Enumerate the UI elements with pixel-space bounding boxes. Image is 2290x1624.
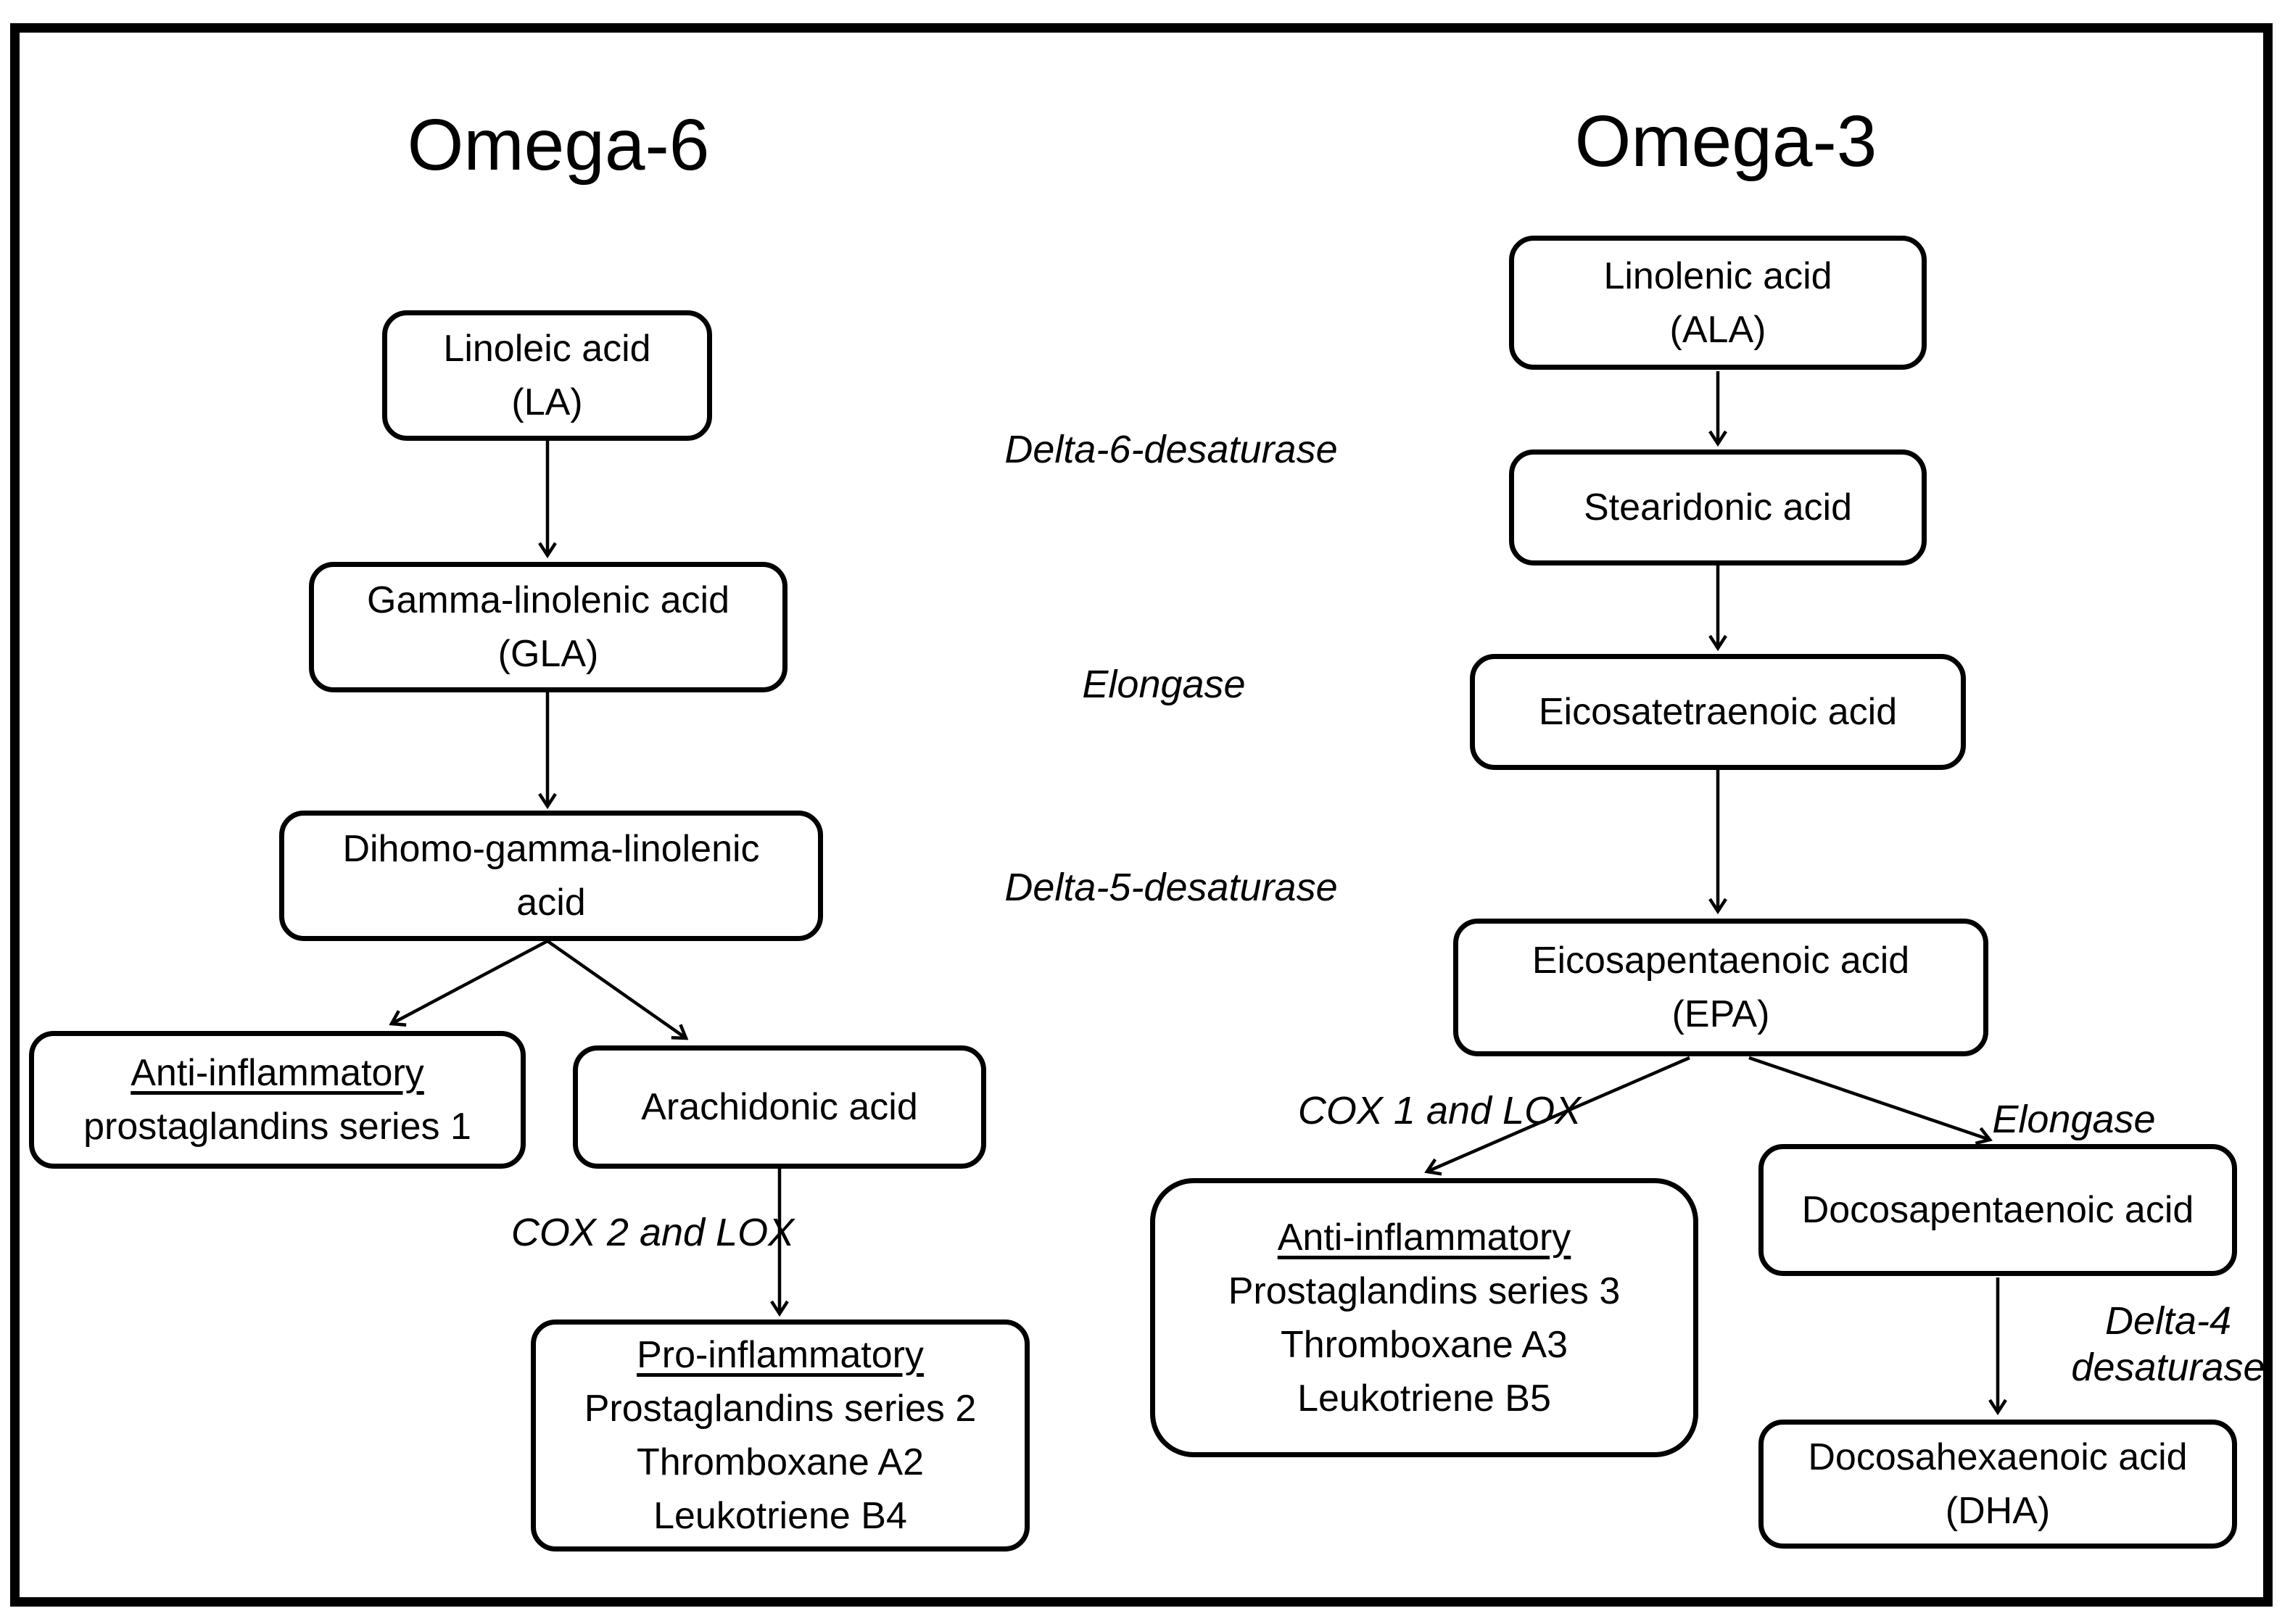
node-anti1-heading: Anti-inflammatory <box>131 1052 424 1094</box>
arrow-epa-to-anti3 <box>1424 1056 1690 1176</box>
node-aa-name: Arachidonic acid <box>641 1086 918 1128</box>
node-linoleic-acid-name: Linoleic acid <box>443 328 651 370</box>
arrow-dgla-to-anti1 <box>389 940 549 1027</box>
node-eicosatetraenoic-acid: Eicosatetraenoic acid <box>1470 654 1966 770</box>
node-gla-abbr: (GLA) <box>497 633 599 675</box>
node-dpa-name: Docosapentaenoic acid <box>1801 1189 2194 1231</box>
node-epa-name: Eicosapentaenoic acid <box>1532 940 1910 982</box>
enzyme-cox1-and-lox: COX 1 and LOX <box>1297 1089 1582 1132</box>
node-linoleic-acid: Linoleic acid (LA) <box>382 310 712 441</box>
node-pro2-line3: Thromboxane A2 <box>636 1441 925 1483</box>
node-eicosapentaenoic-acid: Eicosapentaenoic acid (EPA) <box>1453 919 1988 1056</box>
node-anti-inflammatory-series-1: Anti-inflammatory prostaglandins series … <box>29 1031 526 1169</box>
node-ala-abbr: (ALA) <box>1669 308 1766 351</box>
node-docosapentaenoic-acid: Docosapentaenoic acid <box>1758 1144 2237 1276</box>
node-dgla-line2: acid <box>516 882 586 924</box>
node-anti3-line2: Prostaglandins series 3 <box>1228 1269 1621 1312</box>
node-anti3-line4: Leukotriene B5 <box>1297 1377 1551 1420</box>
node-ala-name: Linolenic acid <box>1603 254 1832 297</box>
node-pro2-line2: Prostaglandins series 2 <box>584 1388 977 1430</box>
node-anti3-line3: Thromboxane A3 <box>1280 1323 1568 1366</box>
enzyme-delta-4-line1: Delta-4 <box>2104 1299 2232 1343</box>
enzyme-cox2-and-lox: COX 2 and LOX <box>511 1211 795 1254</box>
diagram-border <box>10 23 2273 1607</box>
node-anti1-line2: prostaglandins series 1 <box>83 1106 471 1148</box>
arrow-dgla-to-aa <box>546 940 689 1040</box>
node-pro-inflammatory: Pro-inflammatory Prostaglandins series 2… <box>531 1320 1030 1552</box>
enzyme-delta-6-desaturase: Delta-6-desaturase <box>1004 428 1338 471</box>
node-linoleic-acid-abbr: (LA) <box>511 381 583 423</box>
enzyme-delta-4-line2: desaturase <box>2071 1346 2265 1389</box>
node-pro2-line4: Leukotriene B4 <box>653 1495 907 1537</box>
enzyme-delta-5-desaturase: Delta-5-desaturase <box>1004 866 1338 909</box>
node-dha-name: Docosahexaenoic acid <box>1808 1436 2188 1478</box>
arrow-epa-to-dpa <box>1748 1056 1993 1146</box>
node-eta-name: Eicosatetraenoic acid <box>1538 691 1898 733</box>
node-stearidonic-acid: Stearidonic acid <box>1509 450 1927 566</box>
node-dihomo-gamma-linolenic-acid: Dihomo-gamma-linolenic acid <box>279 811 823 941</box>
node-anti-inflammatory-series-3: Anti-inflammatory Prostaglandins series … <box>1150 1178 1698 1457</box>
node-sda-name: Stearidonic acid <box>1584 486 1852 529</box>
node-epa-abbr: (EPA) <box>1671 993 1770 1035</box>
node-linolenic-acid: Linolenic acid (ALA) <box>1509 236 1927 370</box>
node-docosahexaenoic-acid: Docosahexaenoic acid (DHA) <box>1758 1420 2237 1549</box>
node-anti3-heading: Anti-inflammatory <box>1277 1216 1571 1259</box>
enzyme-elongase-right: Elongase <box>1992 1098 2156 1141</box>
enzyme-elongase-left: Elongase <box>1082 663 1246 706</box>
omega-6-title: Omega-6 <box>407 104 710 186</box>
node-dha-abbr: (DHA) <box>1945 1490 2051 1532</box>
node-pro2-heading: Pro-inflammatory <box>637 1334 924 1376</box>
node-gamma-linolenic-acid: Gamma-linolenic acid (GLA) <box>309 562 788 692</box>
omega-3-title: Omega-3 <box>1574 101 1877 182</box>
enzyme-delta-4-desaturase: Delta-4 desaturase <box>2023 1298 2290 1391</box>
node-arachidonic-acid: Arachidonic acid <box>573 1045 986 1169</box>
node-dgla-line1: Dihomo-gamma-linolenic <box>342 828 760 870</box>
node-gla-name: Gamma-linolenic acid <box>367 579 729 621</box>
